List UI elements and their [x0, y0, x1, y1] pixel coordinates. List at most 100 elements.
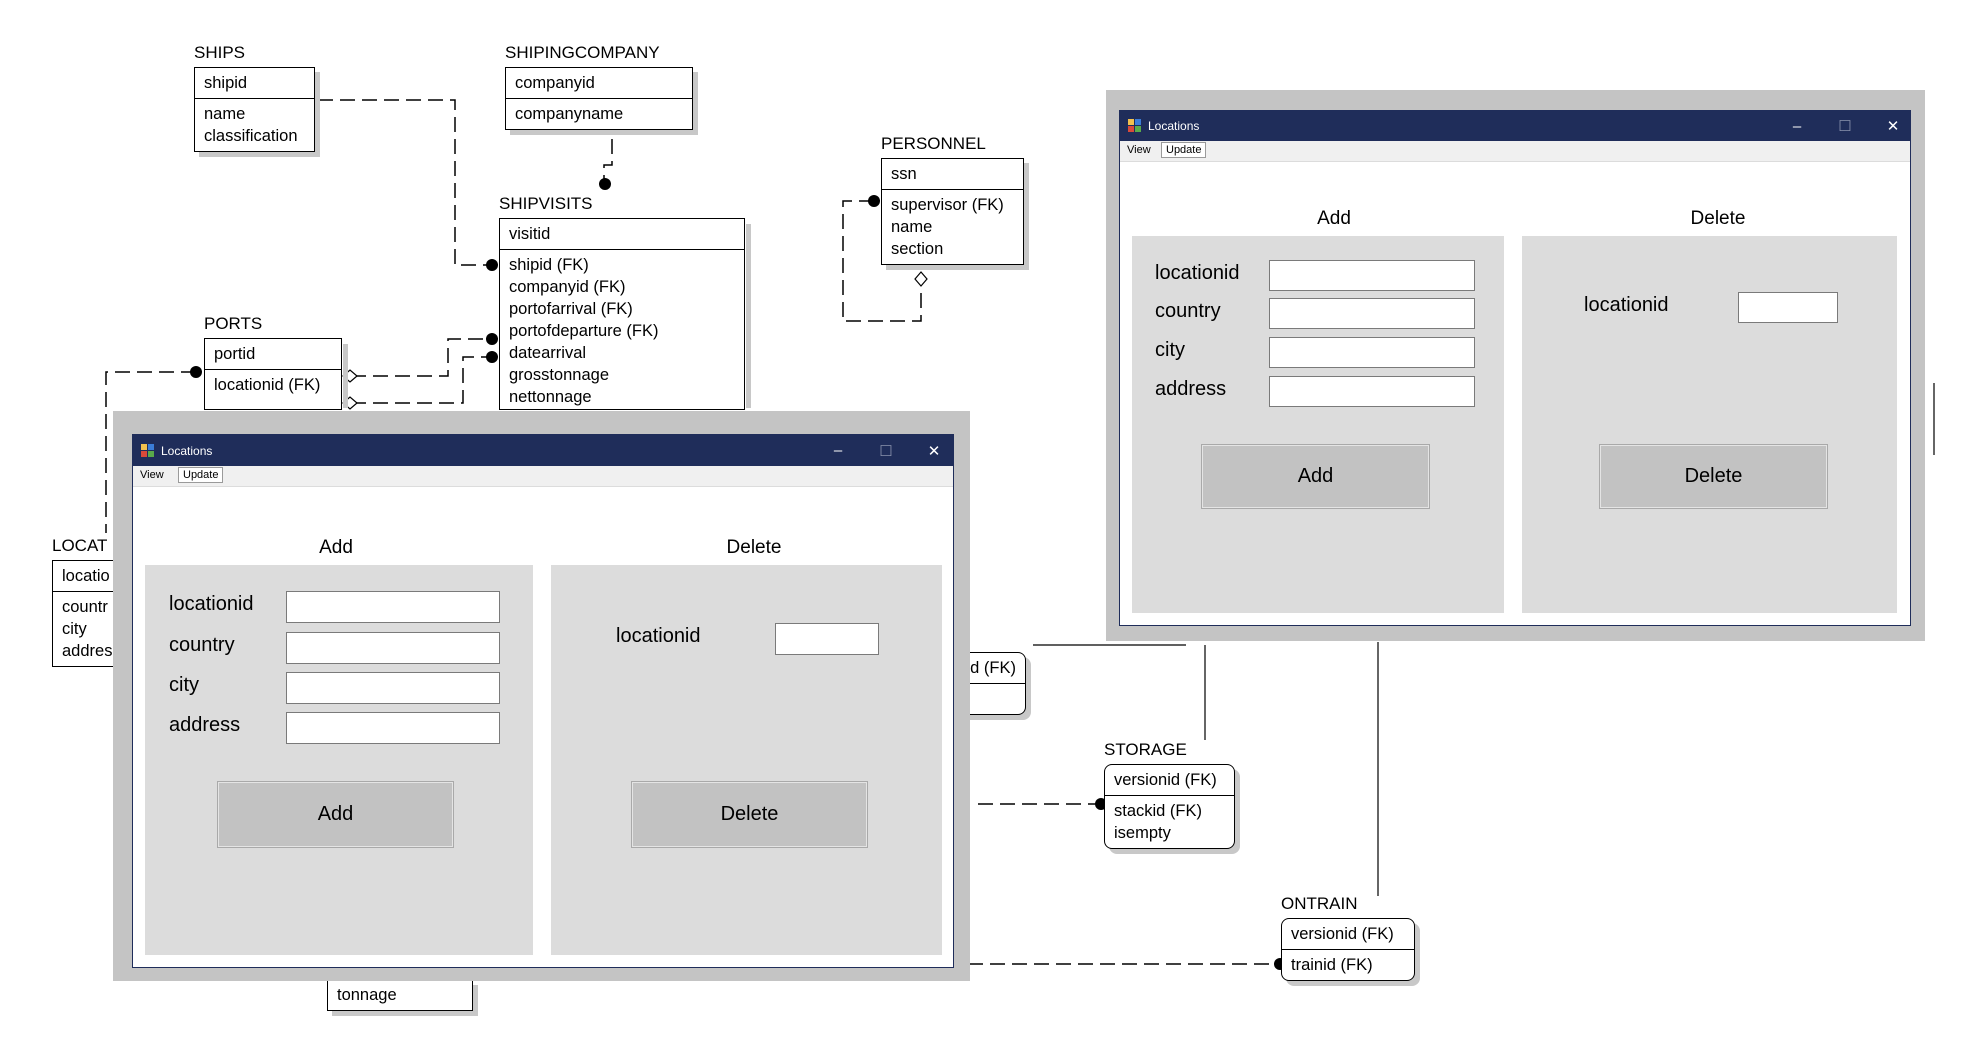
- window-title: Locations: [161, 443, 213, 458]
- address-input[interactable]: [286, 712, 500, 744]
- entity-ships-pk: shipid: [204, 74, 248, 92]
- entity-shipvisits[interactable]: SHIPVISITS visitid shipid (FK) companyid…: [499, 194, 751, 410]
- entity-shipvisits-attr: portofarrival (FK): [509, 300, 633, 318]
- locationid-input[interactable]: [1269, 260, 1475, 291]
- city-input[interactable]: [286, 672, 500, 704]
- close-icon[interactable]: ✕: [927, 442, 941, 460]
- app-icon: [1128, 119, 1142, 133]
- minimize-icon[interactable]: –: [833, 442, 843, 459]
- rel-end-dot: [486, 333, 498, 345]
- rel-end-dot: [599, 178, 611, 190]
- entity-locations-pk: locatio: [62, 567, 110, 585]
- entity-storage-pk: versionid (FK): [1114, 771, 1217, 789]
- entity-shipvisits-pk: visitid: [509, 225, 551, 243]
- title-bar[interactable]: Locations – ☐ ✕: [133, 435, 953, 466]
- rel-locations-ports: [105, 371, 196, 533]
- delete-button[interactable]: Delete: [1599, 444, 1828, 509]
- entity-ships-attr: classification: [204, 127, 298, 145]
- entity-ontrain-pk: versionid (FK): [1291, 925, 1394, 943]
- add-panel: locationid country city address Add: [145, 565, 533, 955]
- entity-personnel[interactable]: PERSONNEL ssn supervisor (FK) name secti…: [881, 134, 1024, 265]
- entity-shipvisits-attr: nettonnage: [509, 388, 592, 406]
- entity-ships-name: SHIPS: [194, 43, 246, 62]
- menu-bar: View Update: [133, 466, 953, 487]
- entity-locations-attr: countr: [62, 598, 108, 616]
- country-input[interactable]: [286, 632, 500, 664]
- entity-locations-attr: addres: [62, 642, 113, 660]
- entity-ships[interactable]: SHIPS shipid name classification: [194, 43, 315, 152]
- entity-shipvisits-attr: shipid (FK): [509, 256, 589, 274]
- country-label: country: [169, 634, 235, 656]
- menu-item-update[interactable]: Update: [1161, 142, 1207, 158]
- locations-window-back[interactable]: Locations – ☐ ✕ View Update Add Delete l…: [1119, 110, 1911, 626]
- entity-ships-attr: name: [204, 105, 246, 123]
- rel-diamond: [914, 271, 928, 287]
- delete-button[interactable]: Delete: [631, 781, 868, 848]
- delete-locationid-input[interactable]: [775, 623, 879, 655]
- entity-shipvisits-attr: portofdeparture (FK): [509, 322, 659, 340]
- maximize-icon[interactable]: ☐: [879, 442, 893, 460]
- entity-locations-attr: city: [62, 620, 87, 638]
- entity-tonnage-attr: tonnage: [337, 986, 397, 1004]
- rel-company-shipvisits: [603, 139, 613, 183]
- city-input[interactable]: [1269, 337, 1475, 368]
- add-button[interactable]: Add: [217, 781, 454, 848]
- minimize-icon[interactable]: –: [1792, 117, 1802, 135]
- entity-partial-pk: d (FK): [970, 659, 1016, 677]
- entity-personnel-pk: ssn: [891, 165, 917, 183]
- delete-locationid-label: locationid: [616, 625, 701, 647]
- rel-end-dot: [486, 351, 498, 363]
- city-label: city: [169, 674, 199, 696]
- locationid-input[interactable]: [286, 591, 500, 623]
- delete-section-title: Delete: [1690, 208, 1746, 229]
- delete-section-title: Delete: [726, 537, 782, 558]
- close-icon[interactable]: ✕: [1886, 118, 1900, 135]
- entity-tonnage-fragment[interactable]: tonnage: [327, 980, 473, 1011]
- address-label: address: [169, 714, 241, 736]
- entity-personnel-attr: supervisor (FK): [891, 196, 1004, 214]
- menu-item-view[interactable]: View: [140, 469, 164, 481]
- title-bar[interactable]: Locations – ☐ ✕: [1120, 111, 1910, 141]
- entity-ports-pk: portid: [214, 345, 256, 363]
- window-title: Locations: [1148, 119, 1200, 133]
- entity-storage-attr: stackid (FK): [1114, 802, 1203, 820]
- locationid-label: locationid: [1155, 262, 1240, 284]
- country-label: country: [1155, 300, 1221, 322]
- add-button[interactable]: Add: [1201, 444, 1430, 509]
- rel-ports-arrival: [351, 338, 487, 377]
- rel-ports-departure: [351, 356, 487, 404]
- rel-end-dot: [190, 366, 202, 378]
- add-section-title: Add: [319, 537, 353, 558]
- menu-item-update[interactable]: Update: [178, 467, 224, 483]
- entity-shipvisits-attr: datearrival: [509, 344, 587, 362]
- entity-ontrain[interactable]: ONTRAIN versionid (FK) trainid (FK): [1281, 894, 1415, 981]
- entity-personnel-attr: section: [891, 240, 944, 258]
- entity-shipping-company-attr: companyname: [506, 98, 692, 129]
- entity-locations-name: LOCAT: [52, 536, 108, 555]
- entity-shipping-company[interactable]: SHIPINGCOMPANY companyid companyname: [505, 43, 693, 130]
- entity-shipvisits-name: SHIPVISITS: [499, 194, 593, 213]
- rel-end-dot: [868, 195, 880, 207]
- entity-storage[interactable]: STORAGE versionid (FK) stackid (FK) isem…: [1104, 740, 1235, 849]
- city-label: city: [1155, 339, 1185, 361]
- country-input[interactable]: [1269, 298, 1475, 329]
- menu-item-view[interactable]: View: [1127, 144, 1151, 156]
- entity-storage-attr: isempty: [1114, 824, 1171, 842]
- delete-locationid-input[interactable]: [1738, 292, 1838, 323]
- entity-storage-name: STORAGE: [1104, 740, 1187, 759]
- delete-locationid-label: locationid: [1584, 294, 1669, 316]
- maximize-icon[interactable]: ☐: [1838, 118, 1852, 135]
- address-input[interactable]: [1269, 376, 1475, 407]
- entity-ports[interactable]: PORTS portid locationid (FK): [204, 314, 348, 410]
- app-icon: [141, 443, 155, 458]
- entity-shipping-company-pk: companyid: [515, 74, 595, 92]
- entity-shipvisits-attr: companyid (FK): [509, 278, 626, 296]
- add-panel: locationid country city address Add: [1132, 236, 1504, 613]
- rel-end-dot: [486, 259, 498, 271]
- entity-personnel-attr: name: [891, 218, 933, 236]
- locations-window-front[interactable]: Locations – ☐ ✕ View Update Add Delete l…: [132, 434, 954, 968]
- delete-panel: locationid Delete: [1522, 236, 1897, 613]
- add-section-title: Add: [1317, 208, 1351, 229]
- menu-bar: View Update: [1120, 141, 1910, 162]
- locationid-label: locationid: [169, 593, 254, 615]
